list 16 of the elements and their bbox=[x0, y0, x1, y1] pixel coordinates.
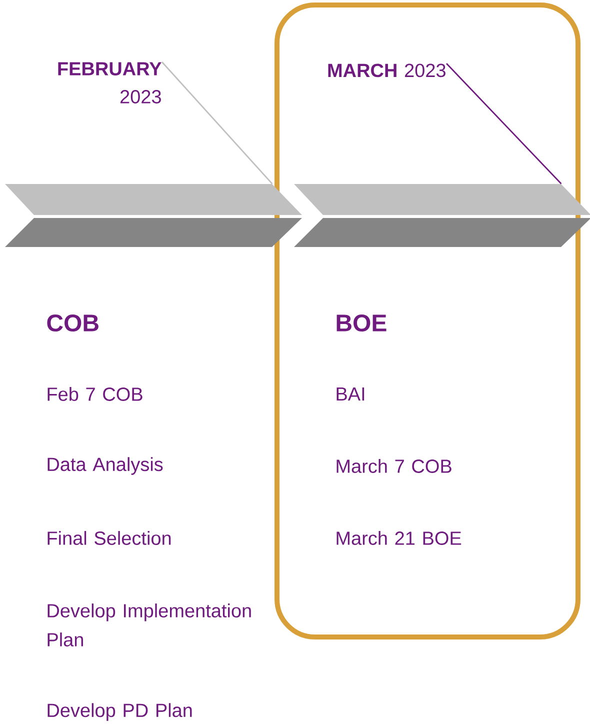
task-text: Feb 7 COB bbox=[48, 387, 142, 401]
leader-line bbox=[446, 63, 562, 184]
task-text: Develop PD Plan bbox=[48, 703, 192, 721]
month-label: MARCH 2023 bbox=[328, 64, 446, 78]
column-heading: BOE bbox=[336, 314, 386, 332]
task-text: March 7 COB bbox=[336, 459, 452, 473]
task-text: March 21 BOE bbox=[336, 531, 462, 545]
column-heading: COB bbox=[47, 314, 98, 332]
task-text: Final Selection bbox=[48, 531, 171, 545]
timeline-chevron bbox=[5, 184, 302, 247]
highlight-frame bbox=[274, 2, 580, 640]
task-text: Develop Implementation Plan bbox=[48, 604, 251, 646]
task-text: BAI bbox=[336, 387, 364, 401]
task-text: Data Analysis bbox=[48, 457, 163, 475]
month-label: FEBRUARY 2023 bbox=[58, 62, 162, 104]
leader-line bbox=[161, 62, 273, 184]
